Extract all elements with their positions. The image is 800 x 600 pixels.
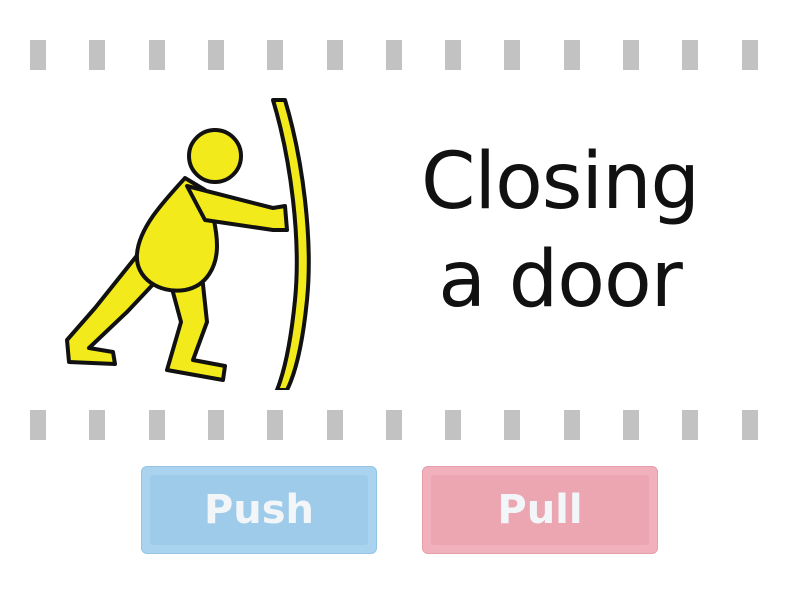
divider-dash bbox=[30, 40, 46, 70]
divider-dash bbox=[207, 410, 224, 440]
divider-dash bbox=[563, 410, 580, 440]
divider-dash bbox=[207, 40, 224, 70]
bottom-film-divider bbox=[0, 410, 800, 440]
divider-dash bbox=[326, 40, 343, 70]
divider-dash bbox=[445, 40, 462, 70]
divider-dash bbox=[504, 410, 521, 440]
push-button-face bbox=[150, 475, 368, 545]
prompt-text: Closing a door bbox=[390, 133, 730, 329]
divider-dash bbox=[682, 410, 699, 440]
divider-dash bbox=[682, 40, 699, 70]
divider-dash bbox=[89, 410, 106, 440]
divider-dash bbox=[267, 40, 284, 70]
prompt-line-2: a door bbox=[438, 235, 683, 325]
divider-dash bbox=[741, 410, 758, 440]
divider-dash bbox=[385, 40, 402, 70]
question-card: Closing a door bbox=[40, 85, 760, 395]
divider-dash bbox=[89, 40, 106, 70]
top-film-divider bbox=[0, 40, 800, 70]
divider-dash bbox=[30, 410, 46, 440]
divider-dash bbox=[326, 410, 343, 440]
divider-dash bbox=[623, 410, 639, 440]
divider-dash bbox=[504, 40, 521, 70]
divider-dash bbox=[445, 410, 462, 440]
divider-dash bbox=[741, 40, 758, 70]
push-answer-button[interactable]: Push bbox=[141, 466, 377, 554]
divider-dash bbox=[148, 40, 165, 70]
divider-dash bbox=[563, 40, 580, 70]
divider-dash bbox=[267, 410, 284, 440]
divider-dash bbox=[623, 40, 639, 70]
pull-button-label: Pull bbox=[497, 487, 583, 533]
push-button-label: Push bbox=[203, 487, 315, 533]
prompt-line-1: Closing bbox=[420, 137, 700, 227]
divider-dash bbox=[148, 410, 165, 440]
pull-answer-button[interactable]: Pull bbox=[422, 466, 658, 554]
divider-dash bbox=[385, 410, 402, 440]
pull-button-face bbox=[431, 475, 649, 545]
person-pushing-door-icon bbox=[55, 90, 355, 392]
